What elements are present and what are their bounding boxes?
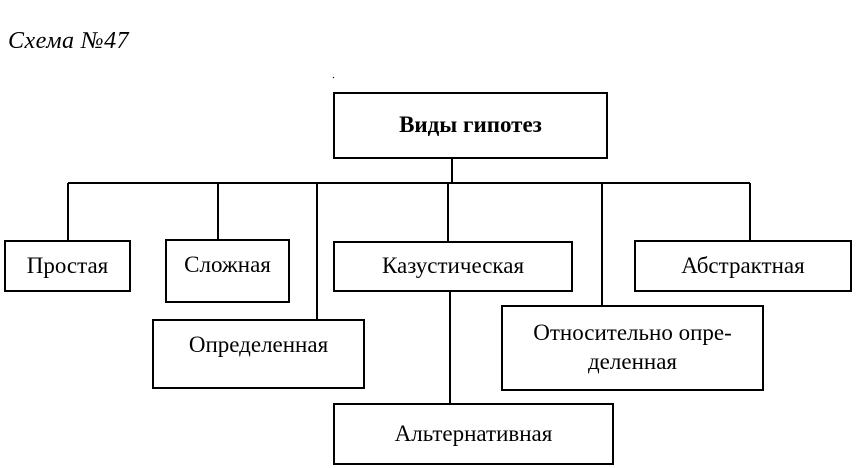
node-abstraktnaya: Абстрактная — [634, 240, 852, 292]
node-kazusticheskaya: Казустическая — [333, 241, 573, 292]
node-slozhnaya: Сложная — [165, 239, 290, 303]
node-opredelennaya-label: Определенная — [188, 332, 329, 357]
node-alternativnaya: Альтернативная — [333, 403, 614, 465]
root-node-label: Виды гипотез — [399, 112, 542, 138]
node-otnositelno-label-line2: деленная — [587, 349, 677, 374]
node-prostaya-label: Простая — [26, 252, 109, 278]
root-node-hypothesis-types: Виды гипотез — [333, 92, 608, 159]
node-slozhnaya-label: Сложная — [184, 252, 271, 277]
node-alternativnaya-label: Альтернативная — [394, 420, 553, 446]
node-otnositelno-label-line1: Относительно опре- — [533, 320, 732, 346]
diagram-caption: Схема №47 — [8, 28, 130, 54]
node-otnositelno-opredelennaya: Относительно опре- деленная — [501, 305, 764, 391]
node-prostaya: Простая — [4, 240, 131, 292]
node-opredelennaya: Определенная — [152, 319, 365, 389]
node-abstraktnaya-label: Абстрактная — [681, 252, 805, 278]
node-kazusticheskaya-label: Казустическая — [381, 253, 525, 279]
